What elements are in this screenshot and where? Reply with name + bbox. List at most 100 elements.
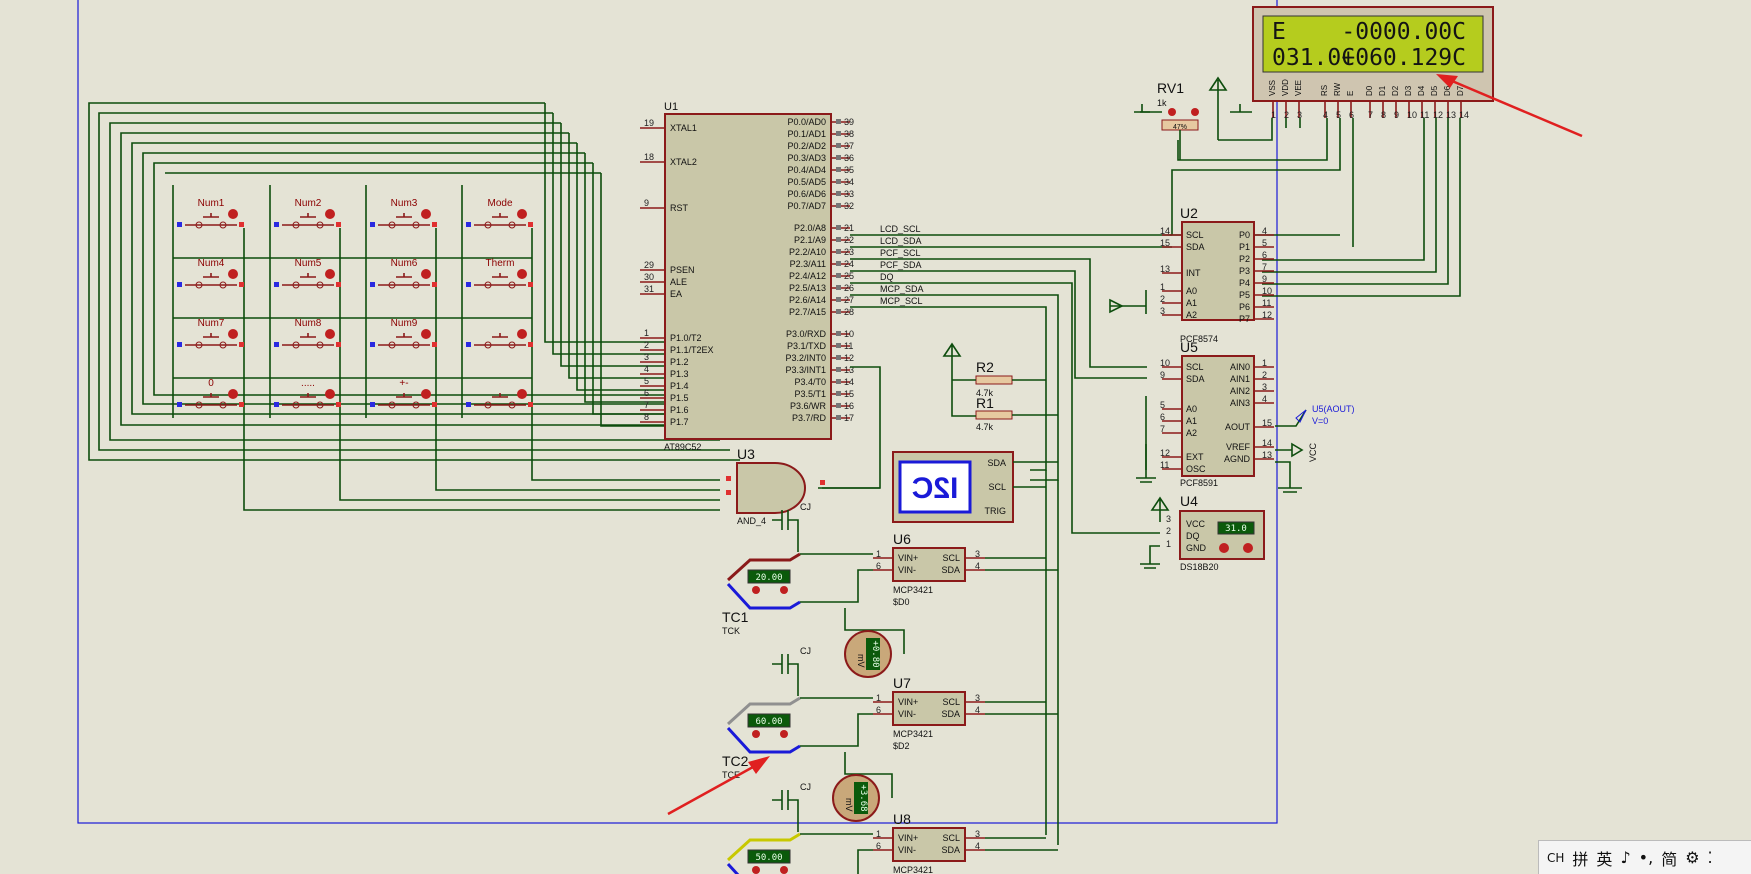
pin-marker [836, 331, 841, 336]
key-switch [378, 393, 430, 406]
tc-temp-value[interactable]: 60.00 [755, 717, 782, 727]
key-state-indicator [421, 269, 431, 279]
key-0[interactable]: 0 [177, 378, 244, 409]
ime-pinyin-icon[interactable]: 拼 [1572, 849, 1589, 869]
pin-marker [177, 342, 182, 347]
lcd-display[interactable]: E -0000.00C 031.0C +060.129C VSS1VDD2VEE… [1252, 6, 1494, 120]
key-label: ..... [301, 378, 315, 389]
ime-punct-icon[interactable]: •, [1638, 848, 1654, 867]
pin-name: A2 [1186, 310, 1197, 320]
pin-marker [370, 222, 375, 227]
key-Num7[interactable]: Num7 [177, 318, 244, 349]
key-contact [316, 401, 324, 409]
key-.....[interactable]: ..... [274, 378, 341, 409]
key-blank[interactable] [466, 329, 533, 349]
u4-pin-num: 1 [1166, 539, 1171, 549]
u1-pin-num: 21 [844, 223, 854, 233]
key-Num6[interactable]: Num6 [370, 258, 437, 289]
net-label: DQ [880, 272, 894, 282]
pin-num: 9 [1262, 274, 1267, 284]
mv-meter-display [866, 638, 880, 670]
key-+-[interactable]: +- [370, 378, 437, 409]
key-Num3[interactable]: Num3 [370, 198, 437, 229]
r1-ref: R1 [976, 395, 994, 411]
tc-adjust-down[interactable] [752, 730, 760, 738]
tc-adjust-down[interactable] [752, 586, 760, 594]
tc-adjust-up[interactable] [780, 730, 788, 738]
adc-addr: $D2 [893, 741, 910, 751]
ime-more-icon[interactable]: ⁚ [1707, 848, 1713, 867]
pin-marker [432, 402, 437, 407]
lcd-pin-num: 12 [1433, 110, 1443, 120]
tc-type: TCK [722, 626, 740, 636]
key-Num5[interactable]: Num5 [274, 258, 341, 289]
key-switch [282, 393, 334, 406]
key-Mode[interactable]: Mode [466, 198, 533, 229]
u1-pin-name: P1.5 [670, 393, 689, 403]
pin-name: SCL [942, 553, 960, 563]
key-contact [388, 401, 396, 409]
lcd-pin-name: D0 [1365, 85, 1374, 96]
i2c-debugger[interactable]: I2C SDA SCL TRIG [892, 451, 1058, 523]
ime-settings-icon[interactable]: ⚙ [1685, 848, 1700, 867]
ime-moon-icon[interactable]: ♪ [1620, 848, 1631, 867]
key-Therm[interactable]: Therm [466, 258, 533, 289]
u1-pin-num: 33 [844, 189, 854, 199]
key-contact [484, 341, 492, 349]
tc-temp-value[interactable]: 50.00 [755, 853, 782, 863]
u1-pin-num: 7 [644, 400, 649, 410]
pin-name: SCL [1186, 362, 1204, 372]
u3-and-gate[interactable]: U3 AND_4 [726, 446, 880, 526]
tc-adjust-up[interactable] [780, 866, 788, 874]
pin-num: 1 [876, 829, 881, 839]
key-switch [185, 273, 237, 286]
key-Num1[interactable]: Num1 [177, 198, 244, 229]
ime-english-icon[interactable]: 英 [1596, 849, 1613, 869]
key-state-indicator [228, 269, 238, 279]
pin-name: VIN+ [898, 553, 918, 563]
key-label: Num8 [295, 318, 322, 329]
pin-marker [336, 342, 341, 347]
pin-num: 3 [975, 829, 980, 839]
lcd-pin-name: VDD [1281, 79, 1290, 96]
pullup-resistors[interactable]: R2 4.7k R1 4.7k [942, 342, 1058, 432]
tc-temp-value[interactable]: 20.00 [755, 573, 782, 583]
mv-meter-wire [844, 608, 905, 654]
pin-marker [836, 237, 841, 242]
rv1-potentiometer[interactable]: RV1 1k 47% [1134, 76, 1252, 160]
ime-mode[interactable]: CH [1547, 850, 1565, 865]
u1-pin-name: P3.5/T1 [794, 389, 826, 399]
key-Num9[interactable]: Num9 [370, 318, 437, 349]
lcd-pin-num: 2 [1284, 110, 1289, 120]
u4-temp-sensor[interactable]: U4 DS18B20 VCC DQ GND 3 2 1 31.0 [1140, 493, 1265, 572]
ime-toolbar[interactable]: CH 拼 英 ♪ •, 简 ⚙ ⁚ [1538, 840, 1751, 874]
u1-pin-num: 27 [844, 295, 854, 305]
key-Num8[interactable]: Num8 [274, 318, 341, 349]
u1-part: AT89C52 [664, 442, 701, 452]
tc-adjust-up[interactable] [780, 586, 788, 594]
key-Num2[interactable]: Num2 [274, 198, 341, 229]
pin-num: 1 [1262, 358, 1267, 368]
key-contact [195, 281, 203, 289]
lcd-line1-left: E [1272, 19, 1286, 45]
lcd-pin-num: 10 [1407, 110, 1417, 120]
pin-marker [836, 191, 841, 196]
pin-name: AOUT [1225, 422, 1251, 432]
pin-marker [528, 282, 533, 287]
key-Num4[interactable]: Num4 [177, 258, 244, 289]
mv-unit: mV [856, 654, 866, 668]
tc-adjust-down[interactable] [752, 866, 760, 874]
ime-simplified-icon[interactable]: 简 [1661, 849, 1678, 869]
key-state-indicator [517, 389, 527, 399]
key-blank[interactable] [466, 389, 533, 409]
pin-marker [836, 343, 841, 348]
